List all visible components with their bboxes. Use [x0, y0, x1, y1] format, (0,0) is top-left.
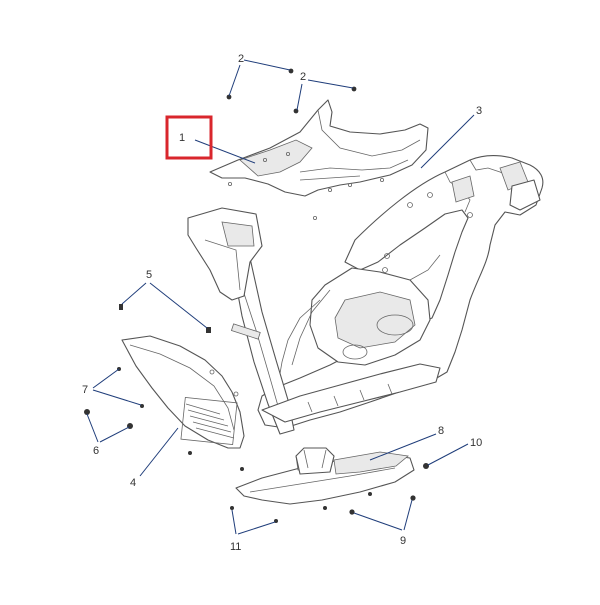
- screw-2b-2: [351, 86, 357, 92]
- callout-9: 9: [400, 535, 406, 547]
- leader-4: [139, 427, 179, 477]
- cover-vent-slots: [180, 396, 238, 446]
- callout-4: 4: [130, 477, 136, 489]
- leader-11-right: [237, 521, 276, 535]
- leader-5-right: [149, 282, 208, 329]
- callout-3: 3: [476, 105, 482, 117]
- callout-2-top: 2: [238, 53, 244, 65]
- leader-7-lower: [92, 389, 142, 406]
- screw-6-1: [84, 409, 90, 415]
- leader-2a-left: [228, 64, 241, 97]
- screw-2b-1: [293, 108, 299, 114]
- leader-7-upper: [92, 368, 120, 389]
- leader-9-right: [403, 499, 413, 531]
- leader-1: [194, 139, 256, 164]
- under-cover: [235, 447, 415, 505]
- leader-8: [369, 433, 437, 461]
- highlight-box: [165, 115, 213, 160]
- clip-5-2: [206, 327, 211, 333]
- leader-9-left: [353, 512, 403, 531]
- leader-2b-right: [307, 79, 354, 89]
- misc-clip-4: [188, 451, 192, 455]
- callout-8: 8: [438, 425, 444, 437]
- floor-panel: [209, 99, 429, 220]
- screw-2a-1: [226, 94, 232, 100]
- callout-6: 6: [93, 445, 99, 457]
- callout-10: 10: [470, 437, 482, 449]
- callout-1: 1: [179, 132, 185, 144]
- screw-9-1: [349, 509, 355, 515]
- screw-10: [423, 463, 429, 469]
- leader-6-right: [99, 426, 130, 443]
- callout-labels: 1 2 2 3 4 5 6 7 8 9 10 11: [82, 53, 482, 553]
- fasteners: [84, 68, 429, 523]
- leader-10: [427, 443, 469, 466]
- frame-assembly: [187, 155, 544, 435]
- callout-5: 5: [146, 269, 152, 281]
- leader-5-left: [121, 282, 147, 305]
- side-cover: [121, 335, 245, 449]
- leader-2b-left: [296, 83, 303, 111]
- callout-11: 11: [230, 541, 241, 553]
- leader-lines: [86, 59, 475, 535]
- clip-11-1: [230, 506, 234, 510]
- leader-2a-right: [243, 59, 291, 71]
- leader-11-left: [231, 509, 237, 535]
- leader-3: [420, 114, 475, 169]
- screw-2a-2: [288, 68, 294, 74]
- misc-clip-2: [323, 506, 327, 510]
- clip-5-1: [119, 304, 123, 310]
- callout-2-second: 2: [300, 71, 306, 83]
- misc-clip-1: [240, 467, 244, 471]
- screw-9-2: [410, 495, 416, 501]
- leader-6-left: [86, 413, 99, 443]
- misc-clip-3: [368, 492, 372, 496]
- callout-7: 7: [82, 384, 88, 396]
